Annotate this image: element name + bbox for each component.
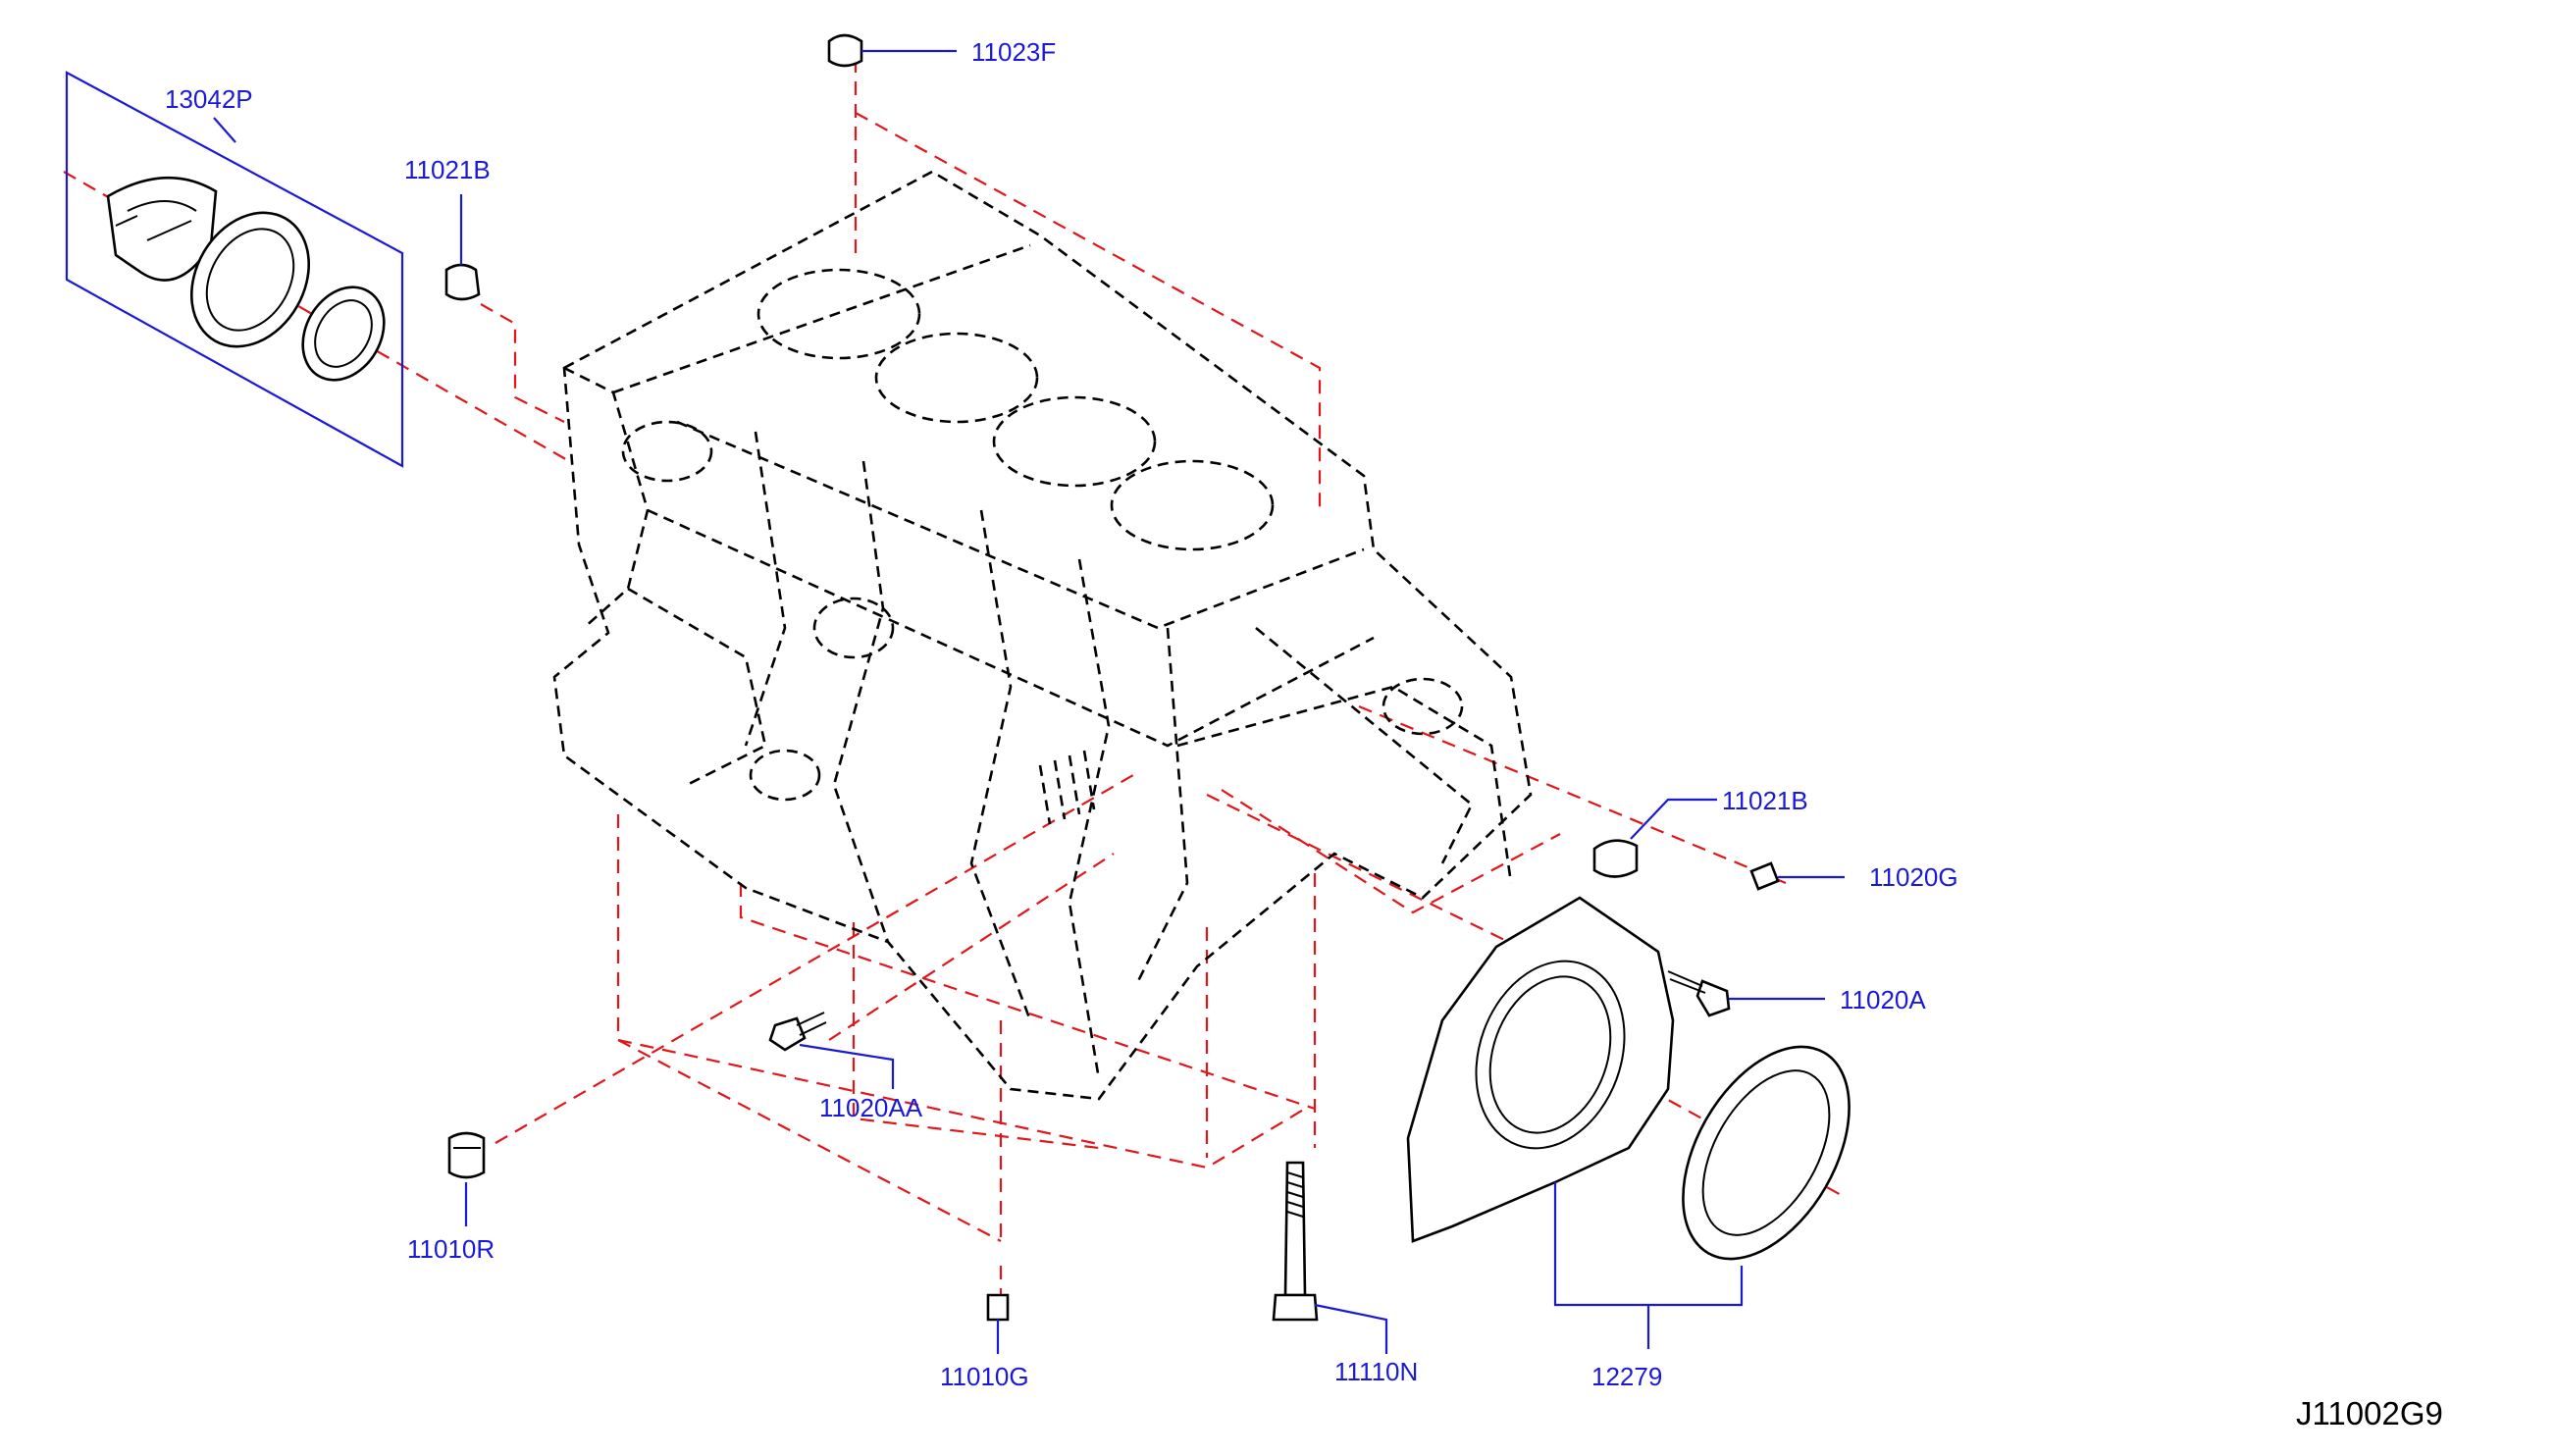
rear-oil-seal-retainer [1406, 896, 1675, 1243]
cap-11021B-top [444, 263, 481, 301]
callout-11010G: 11010G [940, 1362, 1029, 1391]
callout-11110N: 11110N [1334, 1357, 1418, 1386]
pin-11020G [1749, 861, 1780, 891]
callout-11020A: 11020A [1840, 985, 1926, 1014]
callout-11021B-right: 11021B [1722, 786, 1808, 815]
oil-seal-large [189, 211, 311, 348]
diagram-code: J11002G9 [2296, 1395, 2443, 1431]
callout-11020G: 11020G [1869, 862, 1958, 892]
plug-11010R [447, 1131, 486, 1179]
leader-lines [459, 49, 1845, 1354]
callout-11021B-top: 11021B [404, 155, 491, 184]
rear-oil-seal [1682, 1045, 1851, 1261]
cylinder-block-outline [552, 170, 1533, 1101]
oil-seal-small [301, 286, 386, 382]
bolt-11020A [1667, 970, 1731, 1017]
callout-labels: 13042P 11021B 11023F 11021B 11020G 11020… [165, 37, 1958, 1391]
callout-13042P: 13042P [165, 84, 253, 114]
plug-11023F [827, 33, 863, 68]
cap-11021B-right [1592, 839, 1639, 878]
kit-box-13042P [65, 71, 404, 468]
bolt-11110N [1272, 1161, 1319, 1322]
callout-12279: 12279 [1591, 1362, 1662, 1391]
bolt-11020AA [768, 1012, 827, 1052]
callout-11010R: 11010R [407, 1234, 495, 1264]
callout-11023F: 11023F [971, 37, 1056, 67]
dowel-11010G [986, 1293, 1010, 1322]
callout-11020AA: 11020AA [819, 1093, 923, 1122]
